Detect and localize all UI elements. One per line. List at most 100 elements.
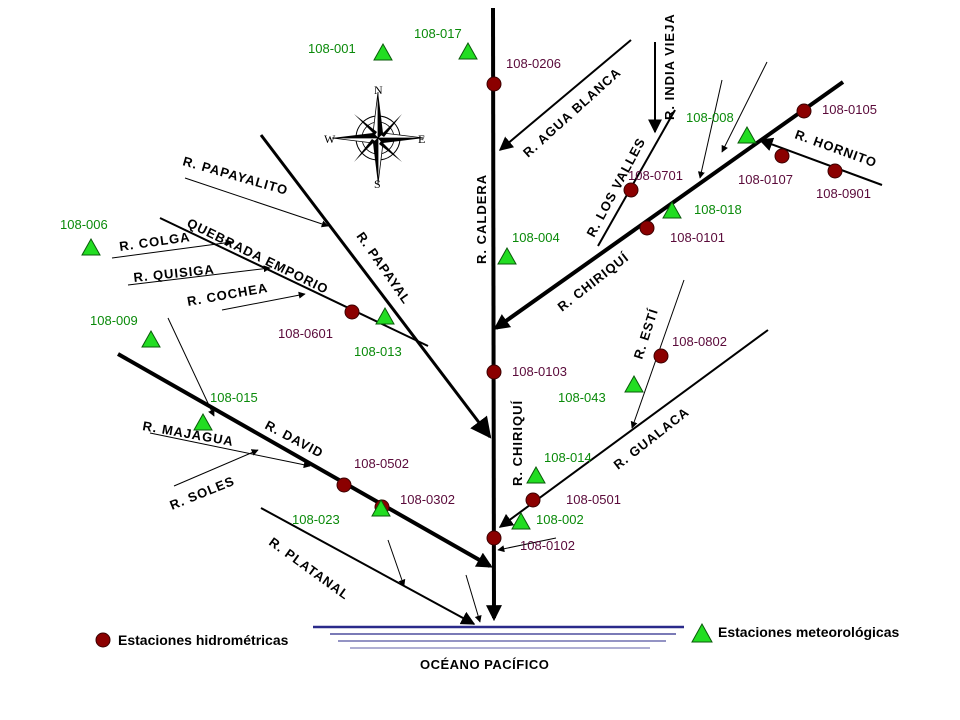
label-colga: R. COLGA bbox=[118, 229, 191, 254]
hydro-label-0802: 108-0802 bbox=[672, 334, 727, 349]
met-label-014: 108-014 bbox=[544, 450, 592, 465]
compass-rose-icon: N S E W bbox=[324, 83, 425, 191]
met-stations bbox=[81, 41, 757, 530]
met-label-023: 108-023 bbox=[292, 512, 340, 527]
met-station-marker bbox=[737, 125, 757, 144]
legend-met-marker bbox=[691, 622, 713, 643]
legend-hydro: Estaciones hidrométricas bbox=[95, 632, 289, 648]
quisiga-arrow bbox=[127, 265, 271, 286]
compass-east: E bbox=[418, 132, 425, 146]
hydro-label-0206: 108-0206 bbox=[506, 56, 561, 71]
met-station-marker bbox=[458, 41, 478, 60]
arrow-ocean-2 bbox=[465, 574, 482, 623]
hydro-label-0901: 108-0901 bbox=[816, 186, 871, 201]
met-label-002: 108-002 bbox=[536, 512, 584, 527]
met-label-001: 108-001 bbox=[308, 41, 356, 56]
los-valles-line bbox=[597, 109, 676, 247]
legend-hydro-label: Estaciones hidrométricas bbox=[118, 632, 289, 648]
hydro-station-marker bbox=[486, 76, 502, 92]
met-label-018: 108-018 bbox=[694, 202, 742, 217]
hydro-stations bbox=[336, 76, 843, 546]
met-station-labels: 108-001 108-017 108-008 108-018 108-004 … bbox=[60, 26, 742, 527]
met-label-015: 108-015 bbox=[210, 390, 258, 405]
arrow-ocean-1 bbox=[387, 539, 406, 587]
met-label-006: 108-006 bbox=[60, 217, 108, 232]
hydro-label-0101: 108-0101 bbox=[670, 230, 725, 245]
met-station-marker bbox=[371, 498, 391, 517]
hydro-station-marker bbox=[486, 530, 502, 546]
met-label-043: 108-043 bbox=[558, 390, 606, 405]
met-station-marker bbox=[373, 42, 393, 61]
met-station-marker bbox=[497, 246, 517, 265]
label-platanal: R. PLATANAL bbox=[266, 534, 352, 602]
met-station-marker bbox=[662, 200, 682, 219]
river-papayal-line bbox=[259, 134, 492, 439]
label-soles: R. SOLES bbox=[168, 473, 237, 513]
met-label-013: 108-013 bbox=[354, 344, 402, 359]
river-lines bbox=[117, 7, 845, 625]
hydro-station-marker bbox=[623, 182, 639, 198]
met-label-004: 108-004 bbox=[512, 230, 560, 245]
hydro-station-marker bbox=[796, 103, 812, 119]
hydro-station-marker bbox=[336, 477, 352, 493]
river-quebrada-emporio-line bbox=[159, 217, 429, 347]
agua-blanca-arrow bbox=[498, 39, 632, 151]
cochea-arrow bbox=[221, 291, 306, 311]
hydro-label-0601: 108-0601 bbox=[278, 326, 333, 341]
met-station-marker bbox=[511, 511, 531, 530]
hydro-station-marker bbox=[639, 220, 655, 236]
legend-met: Estaciones meteorológicas bbox=[691, 622, 900, 643]
arrow-to-chiriqui-2 bbox=[721, 61, 768, 153]
met-station-marker bbox=[81, 237, 101, 256]
arrow-to-0102 bbox=[497, 537, 557, 553]
legend-met-label: Estaciones meteorológicas bbox=[718, 624, 900, 640]
hydro-station-labels: 108-0206 108-0105 108-0107 108-0901 108-… bbox=[278, 56, 877, 553]
hydro-station-marker bbox=[774, 148, 790, 164]
river-david-line bbox=[117, 352, 493, 568]
hydro-station-marker bbox=[653, 348, 669, 364]
label-gualaca: R. GUALACA bbox=[611, 404, 692, 472]
met-station-marker bbox=[526, 465, 546, 484]
hydro-label-0501: 108-0501 bbox=[566, 492, 621, 507]
hydro-label-0701: 108-0701 bbox=[628, 168, 683, 183]
arrow-near-015 bbox=[167, 317, 215, 417]
hydro-station-marker bbox=[827, 163, 843, 179]
hydro-label-0102: 108-0102 bbox=[520, 538, 575, 553]
met-label-009: 108-009 bbox=[90, 313, 138, 328]
papayalito-arrow bbox=[184, 177, 329, 228]
river-caldera-main-line bbox=[485, 7, 502, 622]
hydro-label-0103: 108-0103 bbox=[512, 364, 567, 379]
hydro-station-marker bbox=[486, 364, 502, 380]
compass-west: W bbox=[324, 132, 336, 146]
met-station-marker bbox=[193, 412, 213, 431]
label-papayalito: R. PAPAYALITO bbox=[181, 153, 290, 197]
hydro-label-0105: 108-0105 bbox=[822, 102, 877, 117]
met-label-008: 108-008 bbox=[686, 110, 734, 125]
hydro-label-0302: 108-0302 bbox=[400, 492, 455, 507]
ocean-lines bbox=[313, 625, 684, 649]
label-chiriqui-main: R. CHIRIQUÍ bbox=[510, 400, 525, 486]
hornito-line bbox=[758, 137, 883, 186]
river-chiriqui-line bbox=[493, 80, 845, 330]
hydro-station-marker bbox=[344, 304, 360, 320]
label-majagua: R. MAJAGUA bbox=[141, 418, 235, 449]
legend-hydro-marker bbox=[95, 632, 111, 648]
hydro-label-0107: 108-0107 bbox=[738, 172, 793, 187]
label-quisiga: R. QUISIGA bbox=[133, 262, 216, 285]
met-station-marker bbox=[141, 329, 161, 348]
ocean-label: OCÉANO PACÍFICO bbox=[420, 657, 549, 672]
river-gualaca-line bbox=[498, 329, 769, 528]
label-agua-blanca: R. AGUA BLANCA bbox=[520, 64, 624, 160]
label-cochea: R. COCHEA bbox=[186, 280, 269, 309]
soles-arrow bbox=[173, 449, 259, 487]
majagua-arrow bbox=[149, 432, 311, 469]
label-india-vieja: R. INDIA VIEJA bbox=[662, 13, 677, 120]
hydro-label-0502: 108-0502 bbox=[354, 456, 409, 471]
met-label-017: 108-017 bbox=[414, 26, 462, 41]
colga-arrow bbox=[111, 239, 233, 259]
met-station-marker bbox=[375, 306, 395, 325]
compass-north: N bbox=[374, 83, 383, 97]
hydro-station-marker bbox=[525, 492, 541, 508]
label-caldera: R. CALDERA bbox=[474, 174, 489, 264]
